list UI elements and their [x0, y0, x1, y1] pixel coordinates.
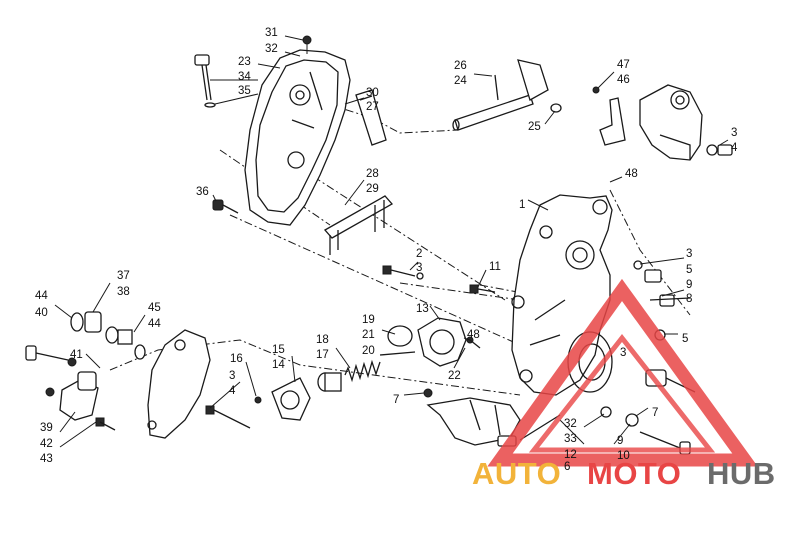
drive-cover-plate: [147, 329, 211, 439]
part-label: 25: [528, 121, 541, 133]
part-label: 35: [238, 85, 251, 97]
watermark-hub: HUB: [707, 456, 776, 491]
part-label: 46: [617, 74, 630, 86]
part-label: 38: [117, 286, 130, 298]
part-label: 27: [366, 101, 379, 113]
part-label: 3: [731, 127, 737, 139]
part-label: 14: [272, 359, 285, 371]
part-label: 3: [620, 347, 626, 359]
part-label: 21: [362, 329, 375, 341]
part-label: 30: [366, 87, 379, 99]
part-label: 32: [265, 43, 278, 55]
tensioner-plate: [323, 89, 394, 255]
part-label: 8: [686, 293, 692, 305]
part-label: 4: [229, 385, 236, 397]
part-label: 41: [70, 349, 83, 361]
part-label: 48: [467, 329, 480, 341]
part-label: 13: [416, 303, 429, 315]
part-label: 1: [519, 199, 525, 211]
part-label: 10: [617, 450, 630, 462]
part-label: 3: [416, 262, 422, 274]
part-label: 40: [35, 307, 48, 319]
part-label: 11: [489, 261, 501, 273]
part-label: 44: [35, 290, 48, 302]
part-label: 28: [366, 168, 379, 180]
shift-lever-assembly: [592, 84, 733, 161]
part-label: 19: [362, 314, 375, 326]
part-label: 5: [686, 264, 692, 276]
part-label: 39: [40, 422, 53, 434]
part-label: 5: [682, 333, 688, 345]
part-label: 15: [272, 344, 285, 356]
part-label: 3: [686, 248, 692, 260]
part-label: 9: [617, 435, 623, 447]
part-label: 24: [454, 75, 467, 87]
chaincase-cover: [244, 35, 351, 226]
tensioner-spring: [317, 351, 416, 392]
part-label: 43: [40, 453, 53, 465]
part-label: 7: [393, 394, 399, 406]
part-label: 37: [117, 270, 130, 282]
part-label: 18: [316, 334, 329, 346]
part-label: 34: [238, 71, 251, 83]
part-label: 31: [265, 27, 278, 39]
part-label: 6: [564, 461, 570, 473]
part-label: 23: [238, 56, 251, 68]
part-label: 48: [625, 168, 638, 180]
case-bolts: [382, 265, 496, 294]
shift-shaft: [452, 59, 562, 131]
part-label: 42: [40, 438, 53, 450]
part-label: 47: [617, 59, 630, 71]
part-label: 17: [316, 349, 329, 361]
pump-cover: [387, 317, 481, 367]
part-label: 22: [448, 370, 461, 382]
part-label: 16: [230, 353, 243, 365]
part-label: 20: [362, 345, 375, 357]
part-label: 4: [731, 142, 738, 154]
mount-bracket: [25, 345, 116, 431]
part-label: 32: [564, 418, 577, 430]
cover-bolt: [212, 199, 239, 214]
watermark-logo: AUTO MOTO HUB: [472, 278, 776, 491]
bearing-flange: [205, 377, 311, 429]
part-label: 36: [196, 186, 209, 198]
watermark-moto: MOTO: [587, 456, 681, 491]
part-label: 12: [564, 449, 577, 461]
part-label: 45: [148, 302, 161, 314]
part-label: 26: [454, 60, 467, 72]
dipstick: [194, 54, 216, 108]
part-label: 7: [652, 407, 658, 419]
part-label: 29: [366, 183, 379, 195]
part-label: 3: [229, 370, 235, 382]
part-label: 33: [564, 433, 577, 445]
leader-lines: [54, 35, 729, 448]
watermark-auto: AUTO: [472, 456, 561, 491]
bushing-stack: [70, 311, 146, 360]
part-label: 9: [686, 279, 692, 291]
part-label: 44: [148, 318, 161, 330]
part-label: 2: [416, 248, 422, 260]
